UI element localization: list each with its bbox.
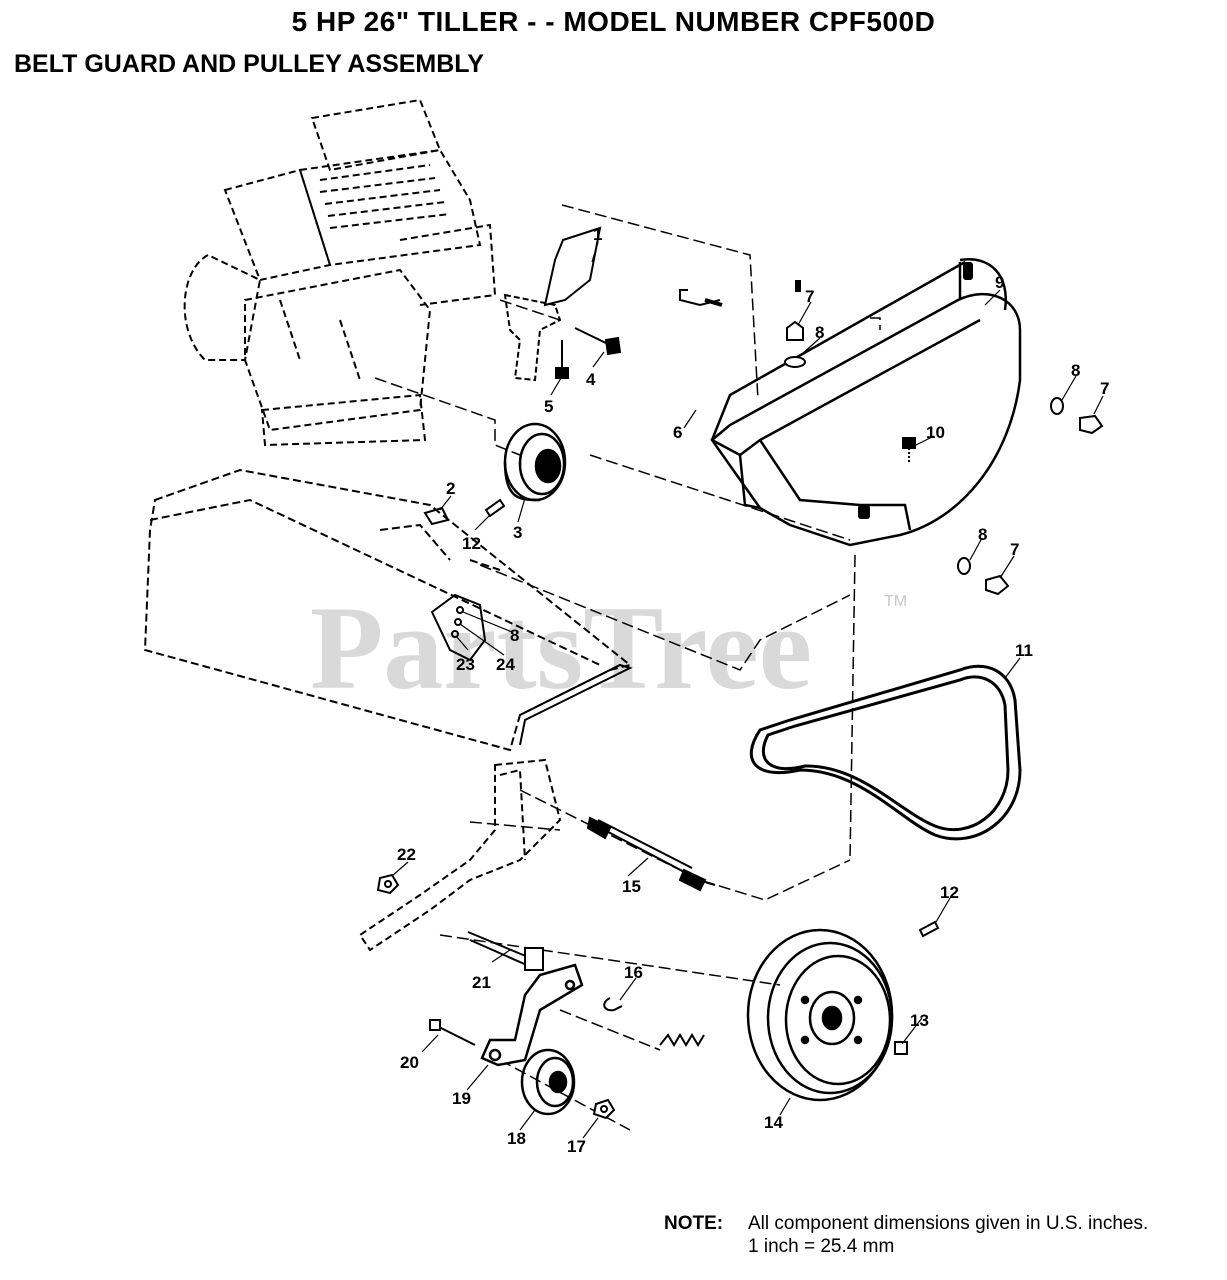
callout-10: 10 (926, 423, 945, 442)
support-bracket-outline (358, 758, 562, 952)
callout-12-top: 12 (462, 534, 481, 553)
callout-13: 13 (910, 1011, 929, 1030)
callout-11: 11 (1015, 641, 1033, 660)
part-9-belt-guard (710, 257, 1022, 547)
part-12-set-screw-top (484, 498, 506, 518)
part-7-nut-top (786, 320, 804, 341)
callout-19: 19 (452, 1089, 471, 1108)
part-22-nut (376, 873, 400, 895)
part-14-drive-pulley (746, 928, 894, 1102)
part-21-pivot-bolt (467, 931, 544, 971)
callout-15: 15 (622, 877, 641, 896)
callout-24: 24 (496, 655, 515, 674)
part-19-idler-arm (480, 963, 584, 1067)
part-11-belt (749, 664, 1022, 841)
callout-8-bracket: 8 (510, 626, 519, 645)
part-1-lower-bracket (503, 293, 562, 382)
part-17-nut (592, 1098, 616, 1120)
callouts: 1 4 5 6 7 8 9 8 7 10 2 12 3 8 7 11 8 23 … (397, 225, 1109, 1156)
assembly-subtitle: BELT GUARD AND PULLEY ASSEMBLY (14, 50, 484, 78)
part-10-screw (902, 437, 916, 462)
part-8-washer-lower (957, 557, 971, 575)
part-16-clip (603, 997, 623, 1012)
part-8-washer-top (784, 356, 806, 368)
callout-4: 4 (586, 370, 596, 389)
tine-hood-outline (143, 468, 633, 752)
belt-guard-slots (795, 262, 973, 519)
callout-5: 5 (544, 397, 553, 416)
callout-20: 20 (400, 1053, 419, 1072)
part-1-bracket (543, 226, 602, 307)
note-line-2: 1 inch = 25.4 mm (748, 1236, 895, 1257)
note-label: NOTE: (664, 1213, 724, 1234)
callout-12-lower: 12 (940, 883, 959, 902)
callout-7-top: 7 (805, 287, 814, 306)
part-8-washer-right (1050, 397, 1064, 415)
note-line-1: All component dimensions given in U.S. i… (748, 1213, 1149, 1234)
callout-18: 18 (507, 1129, 526, 1148)
callout-9: 9 (995, 273, 1004, 292)
part-7-nut-lower (985, 574, 1010, 596)
callout-7-right: 7 (1100, 379, 1109, 398)
callout-3: 3 (513, 523, 522, 542)
callout-7-lower: 7 (1010, 540, 1019, 559)
callout-21: 21 (472, 973, 491, 992)
part-6-hook-bolt (679, 289, 723, 307)
engine-outline (183, 98, 497, 447)
page-title: 5 HP 26" TILLER - - MODEL NUMBER CPF500D (291, 6, 936, 37)
part-20-bolt (429, 1019, 476, 1046)
leader-lines (391, 241, 1104, 1139)
part-4-bolt (574, 327, 622, 356)
hood-bracket (430, 593, 487, 662)
part-13-screw (894, 1041, 908, 1055)
callout-17: 17 (567, 1137, 586, 1156)
part-3-engine-pulley (503, 422, 567, 502)
callout-16: 16 (624, 963, 643, 982)
part-18-idler-pulley (520, 1048, 576, 1116)
callout-8-top: 8 (815, 323, 824, 342)
idler-spring (659, 1033, 705, 1047)
part-15-shaft (586, 816, 716, 892)
callout-2: 2 (446, 479, 455, 498)
callout-1: 1 (593, 225, 602, 244)
callout-22: 22 (397, 845, 416, 864)
tine-hood-lip (519, 663, 633, 746)
callout-14: 14 (764, 1113, 783, 1132)
callout-23: 23 (456, 655, 475, 674)
callout-8-lower: 8 (978, 525, 987, 544)
dimension-note: NOTE: All component dimensions given in U… (664, 1212, 1148, 1258)
callout-6: 6 (673, 423, 682, 442)
part-7-nut-right (1079, 414, 1104, 435)
part-12-set-screw-lower (918, 920, 940, 938)
watermark-trademark: TM (884, 593, 907, 610)
callout-8-right: 8 (1071, 361, 1080, 380)
part-5-screw (555, 340, 569, 379)
